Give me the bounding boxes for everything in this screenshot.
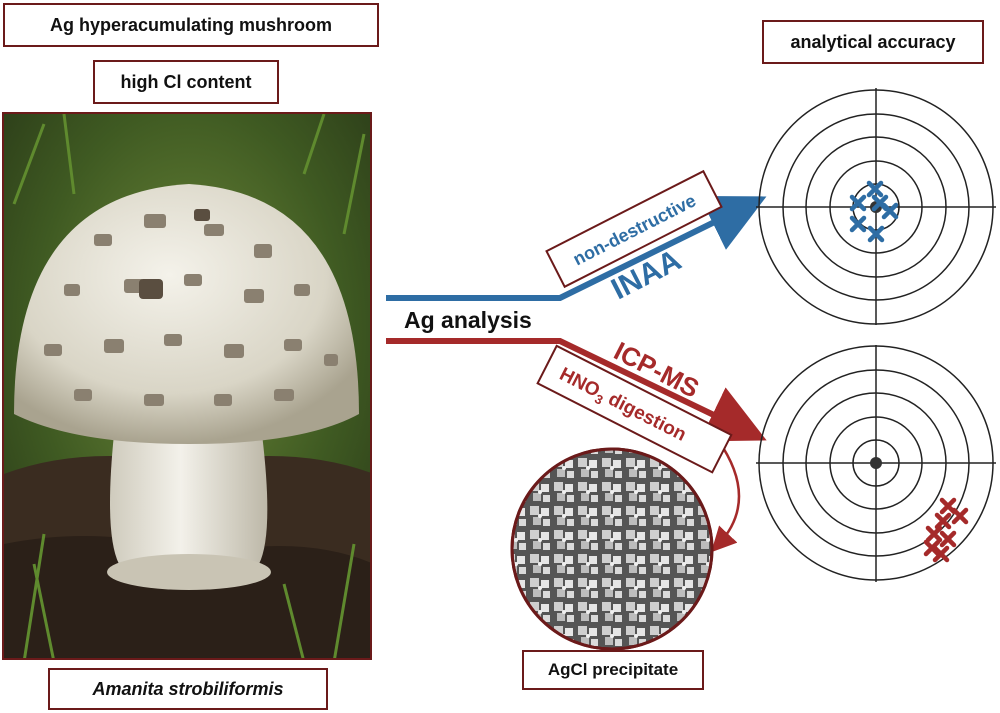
target-inaa-ring-3	[805, 136, 947, 278]
chlorine-text: high Cl content	[120, 71, 252, 92]
accuracy-text: analytical accuracy	[790, 31, 956, 52]
target-icpms-ring-1	[852, 439, 900, 487]
mushroom-photo	[2, 112, 372, 660]
accuracy-box: analytical accuracy	[762, 20, 984, 64]
target-icpms	[756, 345, 996, 582]
species-box: Amanita strobiliformis	[48, 668, 328, 710]
target-inaa	[756, 88, 996, 325]
precipitate-text: AgCl precipitate	[547, 660, 679, 679]
icpms-arrow	[386, 338, 767, 442]
target-inaa-ring-4	[782, 113, 970, 301]
mushroom-illustration	[4, 114, 370, 658]
target-icpms-ring-5	[758, 345, 994, 581]
precipitate-box: AgCl precipitate	[522, 650, 704, 690]
ag-analysis-label: Ag analysis	[404, 307, 532, 333]
title-mushroom-box: Ag hyperacumulating mushroom	[3, 3, 379, 47]
target-icpms-ring-2	[829, 416, 923, 510]
target-icpms-bullseye	[870, 457, 882, 469]
species-text: Amanita strobiliformis	[92, 678, 284, 699]
target-icpms-ring-3	[805, 392, 947, 534]
chlorine-box: high Cl content	[93, 60, 279, 104]
title-mushroom-text: Ag hyperacumulating mushroom	[49, 14, 333, 35]
inaa-arrow	[386, 195, 767, 301]
target-inaa-ring-2	[829, 160, 923, 254]
target-icpms-ring-4	[782, 369, 970, 557]
target-inaa-markers	[849, 180, 899, 243]
target-icpms-markers	[923, 497, 969, 563]
target-inaa-ring-5	[758, 89, 994, 325]
precipitate-arrow	[711, 439, 741, 553]
precipitate-image	[510, 447, 714, 651]
